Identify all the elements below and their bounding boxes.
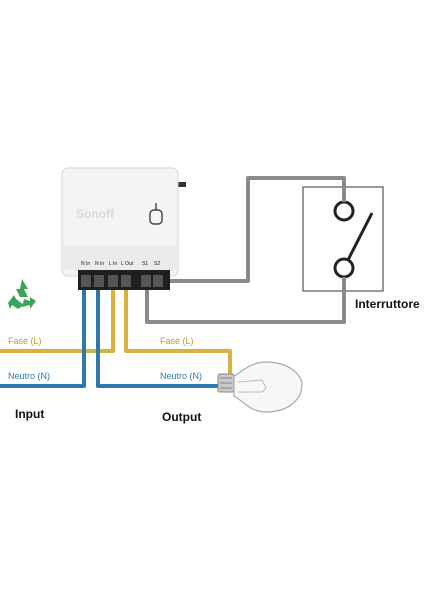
terminal-label: N In [81, 261, 90, 267]
switch-wires [145, 176, 346, 324]
input-fase-label: Fase (L) [8, 336, 42, 346]
switch-label: Interruttore [355, 297, 420, 311]
recycle-icon [8, 279, 36, 309]
input-label: Input [15, 407, 44, 421]
terminal-labels: N In N In L In L Out S1 S2 [81, 261, 160, 267]
input-neutro-label: Neutro (N) [8, 371, 50, 381]
terminal-screws [81, 275, 163, 287]
smart-switch-module: Sonoff N In N In L In L Out S1 S2 [61, 167, 186, 290]
neutro-wires [0, 281, 230, 388]
output-neutro-label: Neutro (N) [160, 371, 202, 381]
terminal-label: L In [109, 261, 117, 267]
terminal-label: L Out [121, 261, 134, 267]
terminal-label: N In [95, 261, 104, 267]
fase-wires [0, 281, 232, 380]
output-label: Output [162, 410, 201, 424]
output-fase-label: Fase (L) [160, 336, 194, 346]
terminal-label: S2 [154, 261, 160, 267]
button-icon [149, 203, 163, 225]
terminal-label: S1 [142, 261, 148, 267]
brand-label: Sonoff [76, 207, 115, 221]
wall-switch-icon [302, 186, 384, 292]
light-bulb-icon [217, 361, 303, 413]
